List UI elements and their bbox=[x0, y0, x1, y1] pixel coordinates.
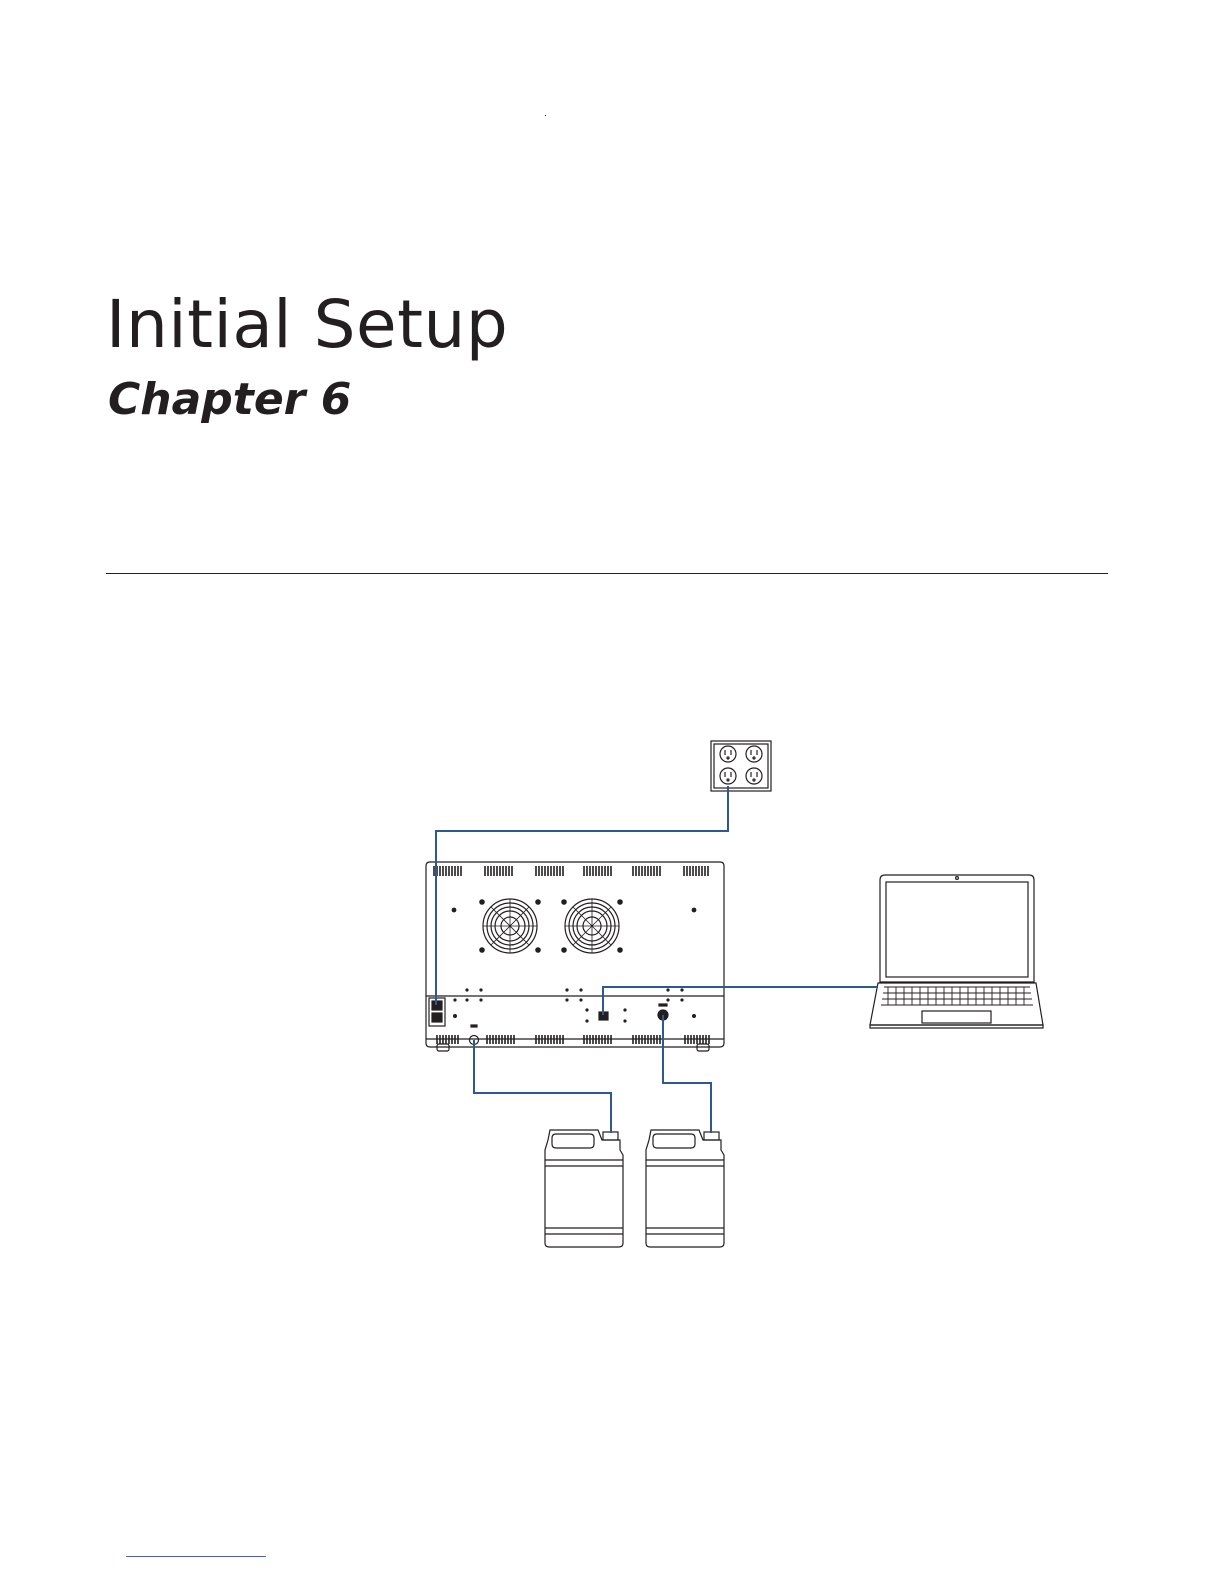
fan-right-icon bbox=[562, 899, 622, 953]
footer-link-underline[interactable] bbox=[126, 1556, 266, 1557]
instrument-rear-panel-icon bbox=[426, 862, 724, 1051]
laptop-icon bbox=[870, 875, 1043, 1028]
power-cable bbox=[436, 786, 728, 1005]
usb-cable bbox=[603, 987, 878, 1015]
wall-outlet-icon bbox=[711, 741, 771, 791]
keyboard bbox=[881, 987, 1033, 1005]
waste-tube bbox=[663, 1015, 711, 1133]
top-vents bbox=[434, 866, 708, 876]
container-right-icon bbox=[646, 1130, 724, 1247]
reagent-tube bbox=[474, 1040, 611, 1133]
container-left-icon bbox=[545, 1130, 623, 1247]
fan-left-icon bbox=[480, 899, 540, 953]
